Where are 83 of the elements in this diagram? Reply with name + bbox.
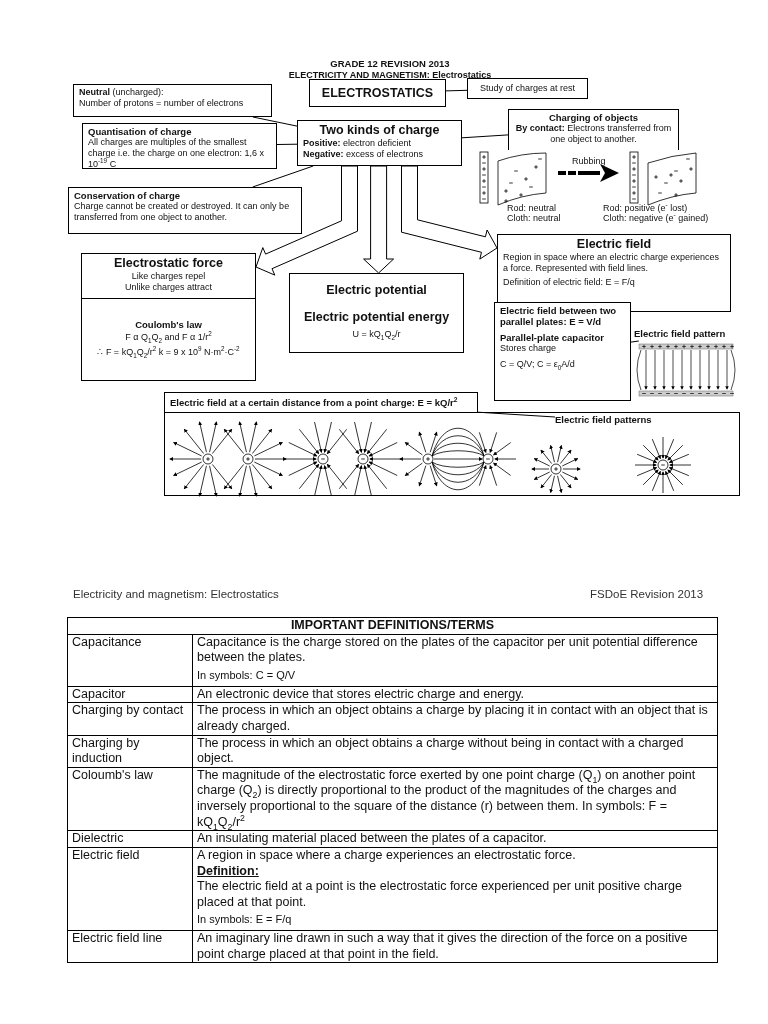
concept-box <box>81 253 256 299</box>
box-text: Neutral (uncharged): <box>79 87 165 98</box>
definition-text: An insulating material placed between the plates of a capacitor. <box>197 831 548 847</box>
definition-text: An imaginary line drawn in such a way that it gives the direction of the force on a positive point charge placed at that point in the field. <box>197 931 689 963</box>
table-title: IMPORTANT DEFINITIONS/TERMS <box>289 618 496 634</box>
page-title: GRADE 12 REVISION 2013 <box>329 58 451 69</box>
connector-line <box>461 134 509 139</box>
caption-text: Cloth: negative (e$^{-}$ gained) <box>603 213 709 223</box>
block-arrow <box>401 165 498 260</box>
concept-box <box>494 302 631 401</box>
box-heading: Electrostatic force <box>112 256 225 271</box>
box-text: Definition of electric field: E = F/q <box>503 276 636 288</box>
box-heading: ELECTROSTATICS <box>320 85 435 101</box>
page-subtitle: ELECTRICITY AND MAGNETISM: Electrostatics <box>287 70 493 80</box>
box-text: All charges are multiples of the smallest charge i.e. the charge on one electron: 1,6 x 10$^{-19}$ C <box>88 137 266 170</box>
box-text: Negative: excess of electrons <box>303 148 425 160</box>
page-header-text: Electricity and magnetism: Electrostatics <box>73 588 279 600</box>
box-text: Parallel-plate capacitor <box>500 331 606 344</box>
box-text: Positive: electron deficient <box>303 138 413 149</box>
formula-text: C = Q/V; C = ε$_{0}$A/d <box>500 357 576 373</box>
concept-box <box>68 187 302 234</box>
box-text: Stores charge <box>500 343 558 354</box>
box-text: Like charges repel <box>130 271 207 282</box>
concept-box <box>81 298 256 381</box>
caption-text: Cloth: neutral <box>507 213 561 223</box>
box-text: Unlike charges attract <box>123 281 213 293</box>
formula-text: In symbols: C = Q/V <box>197 667 297 683</box>
term-text: Dielectric <box>72 831 125 847</box>
definition-text: Capacitance is the charge stored on the plates of the capacitor per unit potential difference between the plates. <box>197 634 699 666</box>
connector-line <box>630 340 640 343</box>
box-heading: Quantisation of charge <box>88 126 193 138</box>
term-text: Capacitor <box>72 686 127 703</box>
box-text: Region in space where an electric charge experiences a force. Represented with field lines. <box>503 252 721 274</box>
box-heading: Electric field between two parallel plates: E = V/d <box>500 305 618 328</box>
formula-text: U = kQ$_{1}$Q$_{2}$/r <box>351 328 402 343</box>
connector-line <box>276 143 298 145</box>
formula-text: F α Q$_{1}$Q$_{2}$ and F α 1/r$^{2}$ <box>124 329 213 346</box>
concept-box <box>164 392 478 413</box>
box-heading: Electric potential energy <box>302 310 451 326</box>
box-text: Charge cannot be created or destroyed. It can only be transferred from one object to another. <box>74 201 291 223</box>
subheading-text: Definition: <box>197 863 260 880</box>
box-text: By contact: Electrons transferred from one object to another. <box>514 123 673 145</box>
concept-box <box>467 78 588 99</box>
definition-text: The process in which an object obtains a charge without being in contact with a charged object. <box>197 735 685 767</box>
caption-text: Rod: neutral <box>507 203 557 213</box>
definition-text: The process in which an object obtains a charge by placing it in contact with an object that is already charged. <box>197 703 709 735</box>
definition-text: The magnitude of the electrostatic force exerted by one point charge (Q$_{1}$) on another point charge (Q$_{2}$) is directly proportional to the product of the magnitudes of the charges and inversely proportional to the square of the distance (r) between them. In symbols: F = kQ$_{1}$Q$_{2}$/r$^{2}$ <box>197 767 697 831</box>
box-heading: Charging of objects <box>547 112 640 124</box>
box-heading: Two kinds of charge <box>318 123 441 138</box>
box-heading: Conservation of charge <box>74 190 182 202</box>
definition-text: The electric field at a point is the electrostatic force experienced per unit positive charge placed at that point. <box>197 879 683 911</box>
page-header-text: FSDoE Revision 2013 <box>590 588 704 600</box>
concept-box <box>297 120 462 166</box>
term-text: Capacitance <box>72 634 143 651</box>
connector-line <box>252 165 314 188</box>
term-text: Coloumb's law <box>72 767 154 784</box>
concept-box <box>508 109 679 150</box>
block-arrow <box>255 165 358 276</box>
concept-box <box>82 123 277 169</box>
term-text: Charging by induction <box>72 735 141 767</box>
formula-text: ∴ F = kQ$_{1}$Q$_{2}$/r$^{2}$ k = 9 x 10$^{9}$ N·m$^{2}$·C$^{-2}$ <box>96 345 241 361</box>
caption-text: Rod: positive (e$^{-}$ lost) <box>603 203 688 213</box>
concept-box <box>497 234 731 312</box>
box-heading: Electric field at a certain distance from a point charge: E = kQ/r$^{2}$ <box>170 396 459 409</box>
box-heading: Electric potential <box>325 283 428 299</box>
concept-box <box>309 79 446 107</box>
caption-text: Electric field patterns <box>555 414 652 425</box>
term-text: Electric field line <box>72 931 164 947</box>
definition-text: An electronic device that stores electric charge and energy. <box>197 686 526 703</box>
term-text: Charging by contact <box>72 703 185 719</box>
formula-text: In symbols: E = F/q <box>197 912 293 928</box>
concept-box <box>73 84 272 117</box>
box-heading: Electric field <box>575 237 653 252</box>
box-heading: Coulomb's law <box>134 318 203 330</box>
term-text: Electric field <box>72 847 141 864</box>
definition-text: A region in space where a charge experiences an electrostatic force. <box>197 847 577 864</box>
connector-line <box>252 116 298 127</box>
block-arrow <box>363 165 395 274</box>
box-text: Study of charges at rest <box>478 83 577 94</box>
concept-box <box>289 273 464 353</box>
connector-line <box>445 89 468 92</box>
caption-text: Electric field pattern <box>634 328 726 339</box>
box-text: Number of protons = number of electrons <box>79 97 245 109</box>
